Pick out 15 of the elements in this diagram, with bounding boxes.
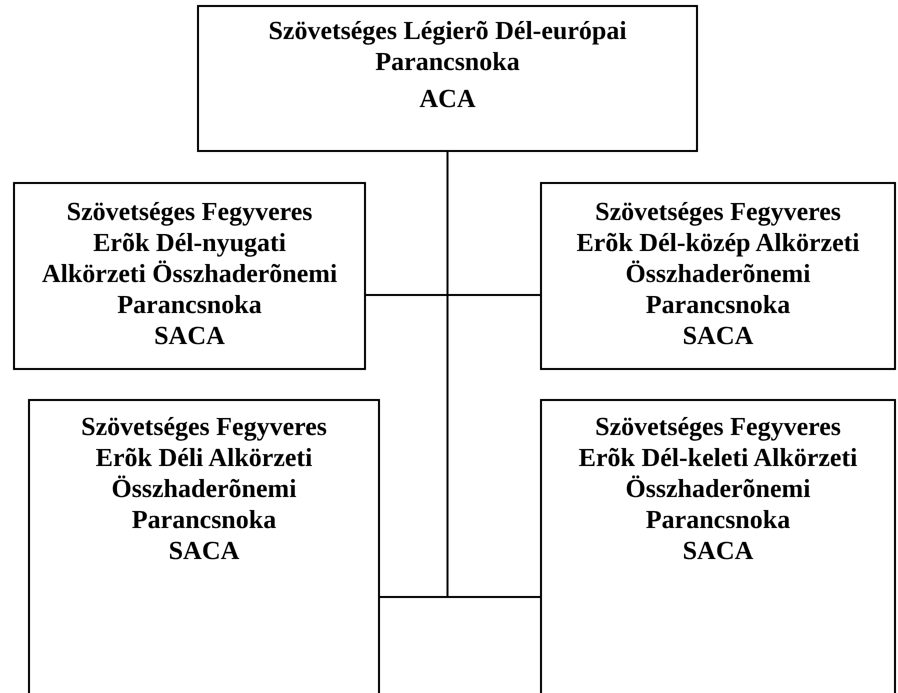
unit-abbreviation: ACA xyxy=(418,83,477,114)
unit-name: Szövetséges Fegyveres Erõk Dél-nyugati Alkörzeti Összhaderõnemi Parancsnoka xyxy=(40,196,338,320)
unit-name: Szövetséges Fegyveres Erõk Déli Alkörzeti Összhaderõnemi Parancsnoka xyxy=(80,411,328,535)
org-box xyxy=(540,399,896,693)
unit-abbreviation: SACA xyxy=(682,320,754,351)
unit-abbreviation: SACA xyxy=(153,320,226,351)
org-box xyxy=(540,182,896,370)
unit-abbreviation: SACA xyxy=(168,535,240,566)
unit-name: Szövetséges Fegyveres Erõk Dél-keleti Alkörzeti Összhaderõnemi Parancsnoka xyxy=(578,411,858,535)
org-box xyxy=(197,5,698,152)
org-box xyxy=(28,399,380,693)
unit-name: Szövetséges Fegyveres Erõk Dél-közép Alkörzeti Összhaderõnemi Parancsnoka xyxy=(575,196,861,320)
unit-abbreviation: SACA xyxy=(682,535,754,566)
unit-name: Szövetséges Légierõ Dél-európai Parancsnoka xyxy=(267,15,628,77)
org-box xyxy=(13,182,366,370)
